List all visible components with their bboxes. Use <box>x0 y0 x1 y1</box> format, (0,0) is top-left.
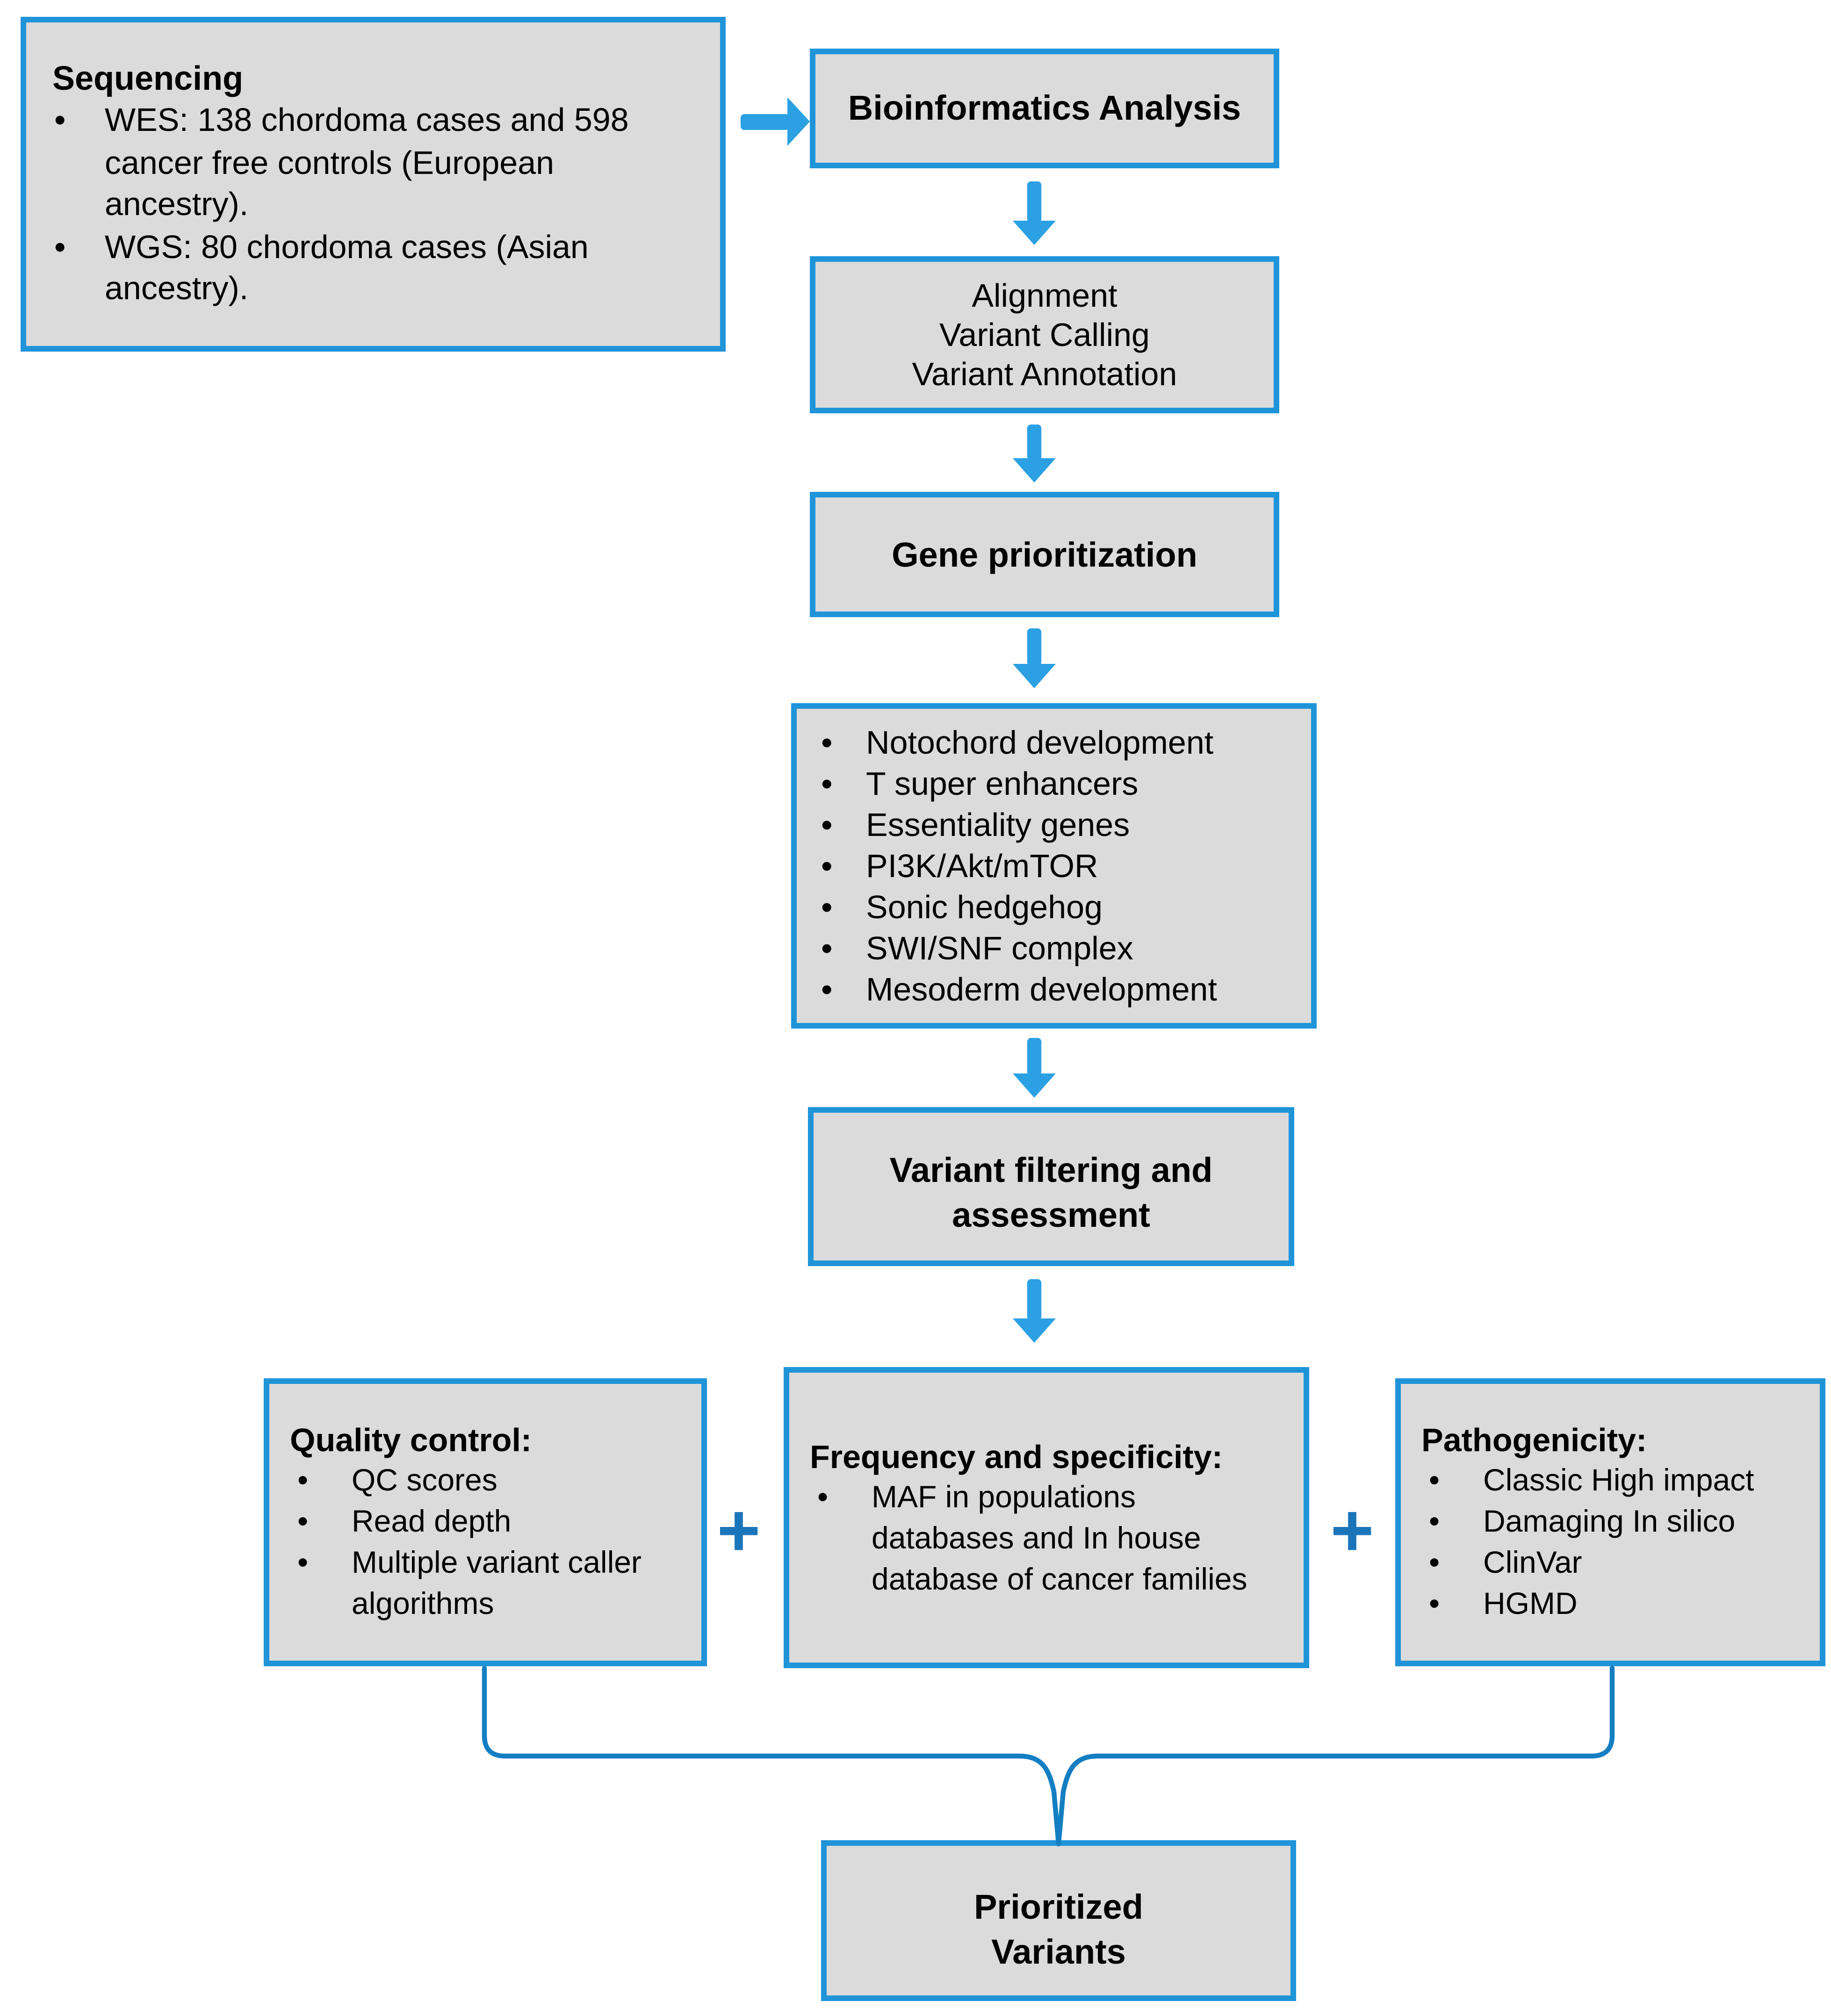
flow-arrow-down-icon <box>1013 1279 1056 1343</box>
list-item: • Mesoderm development <box>821 969 1296 1010</box>
plus-icon: + <box>1330 1490 1374 1573</box>
pathogenicity-title: Pathogenicity: <box>1421 1421 1647 1459</box>
bullet-icon: • <box>1429 1588 1440 1621</box>
bullet-icon: • <box>1429 1505 1440 1539</box>
list-item: • SWI/SNF complex <box>821 928 1296 969</box>
bullet-icon: • <box>821 929 833 967</box>
gene-category-pi3k: PI3K/Akt/mTOR <box>866 847 1098 885</box>
bullet-icon: • <box>821 888 833 926</box>
gene-categories-box: • Notochord development • T super enhanc… <box>791 703 1317 1029</box>
flow-arrow-down-icon <box>1013 181 1056 245</box>
sequencing-bullet-wes: • WES: 138 chordoma cases and 598 cancer… <box>49 100 705 226</box>
merge-brace <box>482 1665 1615 1847</box>
bioinformatics-analysis-box: Bioinformatics Analysis <box>810 49 1279 168</box>
gene-category-sonic-hedgehog: Sonic hedgehog <box>866 888 1103 926</box>
bullet-icon: • <box>821 971 833 1008</box>
prioritized-variants-box: Prioritized Variants <box>821 1840 1296 2001</box>
flow-arrow-down-icon <box>1013 425 1056 482</box>
pathogenicity-box: Pathogenicity: • Classic High impact • D… <box>1395 1378 1825 1666</box>
list-item: • ClinVar <box>1421 1543 1810 1584</box>
gene-category-mesoderm: Mesoderm development <box>866 971 1217 1008</box>
maf-line: databases and In house <box>872 1521 1201 1555</box>
pipeline-step-alignment: Alignment <box>972 276 1117 313</box>
bullet-icon: • <box>821 806 833 843</box>
list-item: • T super enhancers <box>821 763 1296 804</box>
gene-category-swi-snf: SWI/SNF complex <box>866 929 1133 967</box>
list-item: • HGMD <box>1421 1584 1810 1625</box>
bioinformatics-analysis-title: Bioinformatics Analysis <box>848 88 1241 127</box>
bullet-icon: • <box>821 724 833 761</box>
bullet-icon: • <box>297 1505 309 1539</box>
bullet-icon: • <box>297 1547 309 1580</box>
list-item: • MAF in populations databases and In ho… <box>810 1476 1292 1600</box>
qc-scores: QC scores <box>352 1464 497 1498</box>
list-item: • Notochord development <box>821 722 1296 763</box>
list-item: • PI3K/Akt/mTOR <box>821 845 1296 886</box>
gene-category-notochord: Notochord development <box>866 724 1214 761</box>
bullet-line: cancer free controls (European <box>105 144 555 181</box>
pathogenicity-classic-high-impact: Classic High impact <box>1483 1464 1754 1498</box>
frequency-specificity-title: Frequency and specificity: <box>810 1437 1223 1475</box>
list-item: • QC scores <box>290 1461 692 1502</box>
bullet-line: ancestry). <box>105 186 249 223</box>
bullet-icon: • <box>54 228 66 265</box>
list-item: • Classic High impact <box>1421 1461 1810 1502</box>
maf-line: database of cancer families <box>872 1562 1247 1596</box>
merge-brace-left <box>482 1665 1061 1847</box>
pipeline-step-variant-annotation: Variant Annotation <box>912 354 1177 392</box>
frequency-specificity-box: Frequency and specificity: • MAF in popu… <box>784 1367 1309 1668</box>
list-item: • Damaging In silico <box>1421 1502 1810 1543</box>
variant-filtering-box: Variant filtering and assessment <box>808 1107 1294 1266</box>
sequencing-title: Sequencing <box>52 60 244 98</box>
quality-control-title: Quality control: <box>290 1421 532 1459</box>
pipeline-steps-box: Alignment Variant Calling Variant Annota… <box>810 256 1279 413</box>
bullet-icon: • <box>1429 1547 1440 1580</box>
gene-category-t-super-enhancers: T super enhancers <box>866 765 1139 802</box>
flow-arrow-down-icon <box>1013 628 1056 688</box>
maf-line: MAF in populations <box>872 1480 1136 1514</box>
bullet-icon: • <box>54 101 66 139</box>
bullet-line: ancestry). <box>105 270 249 307</box>
bullet-icon: • <box>297 1464 309 1498</box>
flow-arrow-down-icon <box>1013 1038 1056 1098</box>
variant-filtering-title-line: Variant filtering and <box>889 1149 1213 1188</box>
bullet-line: WES: 138 chordoma cases and 598 <box>105 101 629 139</box>
gene-prioritization-box: Gene prioritization <box>810 492 1279 617</box>
gene-prioritization-title: Gene prioritization <box>892 534 1197 573</box>
bullet-icon: • <box>821 765 833 802</box>
pathogenicity-damaging-in-silico: Damaging In silico <box>1483 1505 1736 1539</box>
flow-arrow-right-icon <box>741 97 810 146</box>
bullet-icon: • <box>1429 1464 1440 1498</box>
pathogenicity-clinvar: ClinVar <box>1483 1547 1582 1580</box>
variant-filtering-title-line: assessment <box>952 1194 1150 1233</box>
quality-control-box: Quality control: • QC scores • Read dept… <box>264 1378 707 1666</box>
gene-category-essentiality: Essentiality genes <box>866 806 1130 843</box>
pathogenicity-hgmd: HGMD <box>1483 1588 1578 1621</box>
prioritized-variants-line: Prioritized <box>974 1887 1143 1926</box>
prioritized-variants-line: Variants <box>991 1932 1126 1971</box>
sequencing-bullet-wgs: • WGS: 80 chordoma cases (Asian ancestry… <box>49 226 705 310</box>
pipeline-step-variant-calling: Variant Calling <box>939 315 1150 353</box>
bullet-icon: • <box>821 847 833 885</box>
qc-multi-caller-line: Multiple variant caller <box>352 1547 642 1580</box>
list-item: • Multiple variant caller algorithms <box>290 1543 692 1625</box>
list-item: • Sonic hedgehog <box>821 886 1296 928</box>
list-item: • Read depth <box>290 1502 692 1543</box>
plus-icon: + <box>717 1490 761 1573</box>
sequencing-box: Sequencing • WES: 138 chordoma cases and… <box>21 17 726 352</box>
bullet-line: WGS: 80 chordoma cases (Asian <box>105 228 589 265</box>
bullet-icon: • <box>817 1480 829 1514</box>
merge-brace-right <box>1056 1665 1615 1847</box>
list-item: • Essentiality genes <box>821 804 1296 845</box>
qc-read-depth: Read depth <box>352 1505 512 1539</box>
qc-multi-caller-line: algorithms <box>352 1588 494 1621</box>
